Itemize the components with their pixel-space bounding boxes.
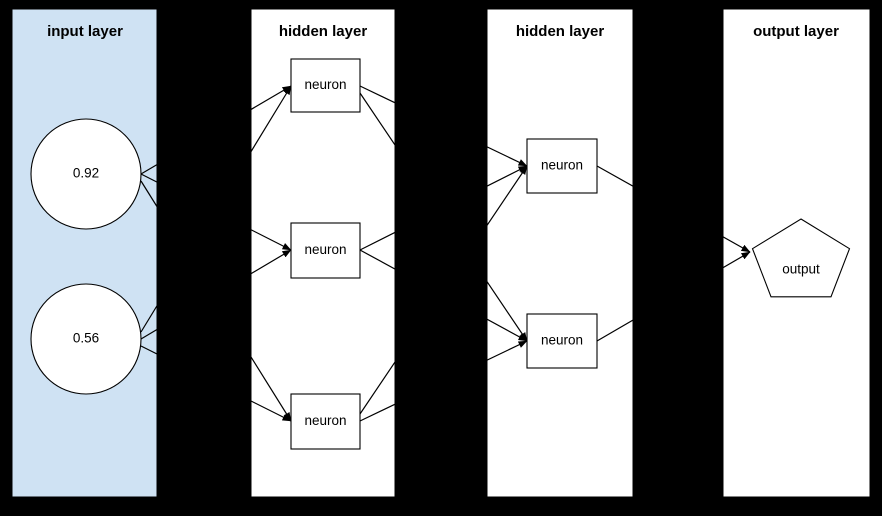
node-label-h1-node-0: neuron (304, 77, 346, 92)
connections-group (140, 85, 751, 422)
layer-title-input-layer: input layer (47, 23, 123, 40)
node-shape-output-node-0[interactable] (751, 218, 851, 298)
layer-titles-group: input layer hidden layer hidden layer outpu… (47, 23, 839, 40)
nodes-group: 0.92 0.56 neuron neuron neuron neuron neuron ou… (30, 58, 851, 450)
node-shape-h2-node-0[interactable] (526, 138, 598, 194)
layer-title-hidden-layer-2: hidden layer (516, 23, 605, 40)
layer-box-hidden-layer-2 (486, 8, 634, 498)
node-label-input-node-0: 0.92 (73, 166, 99, 181)
node-shape-h1-node-2[interactable] (290, 393, 361, 450)
node-label-output-node-0: output (782, 262, 820, 277)
node-label-h2-node-0: neuron (541, 158, 583, 173)
node-label-h2-node-1: neuron (541, 333, 583, 348)
layer-title-output-layer: output layer (753, 23, 839, 40)
node-shape-input-node-0[interactable] (30, 118, 142, 230)
node-label-h1-node-1: neuron (304, 242, 346, 257)
node-label-input-node-1: 0.56 (73, 331, 99, 346)
node-shape-h1-node-1[interactable] (290, 222, 361, 279)
layer-boxes-group (11, 8, 871, 498)
node-shape-h1-node-0[interactable] (290, 58, 361, 113)
node-shape-h2-node-1[interactable] (526, 313, 598, 369)
layer-box-input-layer (11, 8, 158, 498)
node-shape-input-node-1[interactable] (30, 283, 142, 395)
node-label-h1-node-2: neuron (304, 413, 346, 428)
layer-title-hidden-layer-1: hidden layer (279, 23, 368, 40)
